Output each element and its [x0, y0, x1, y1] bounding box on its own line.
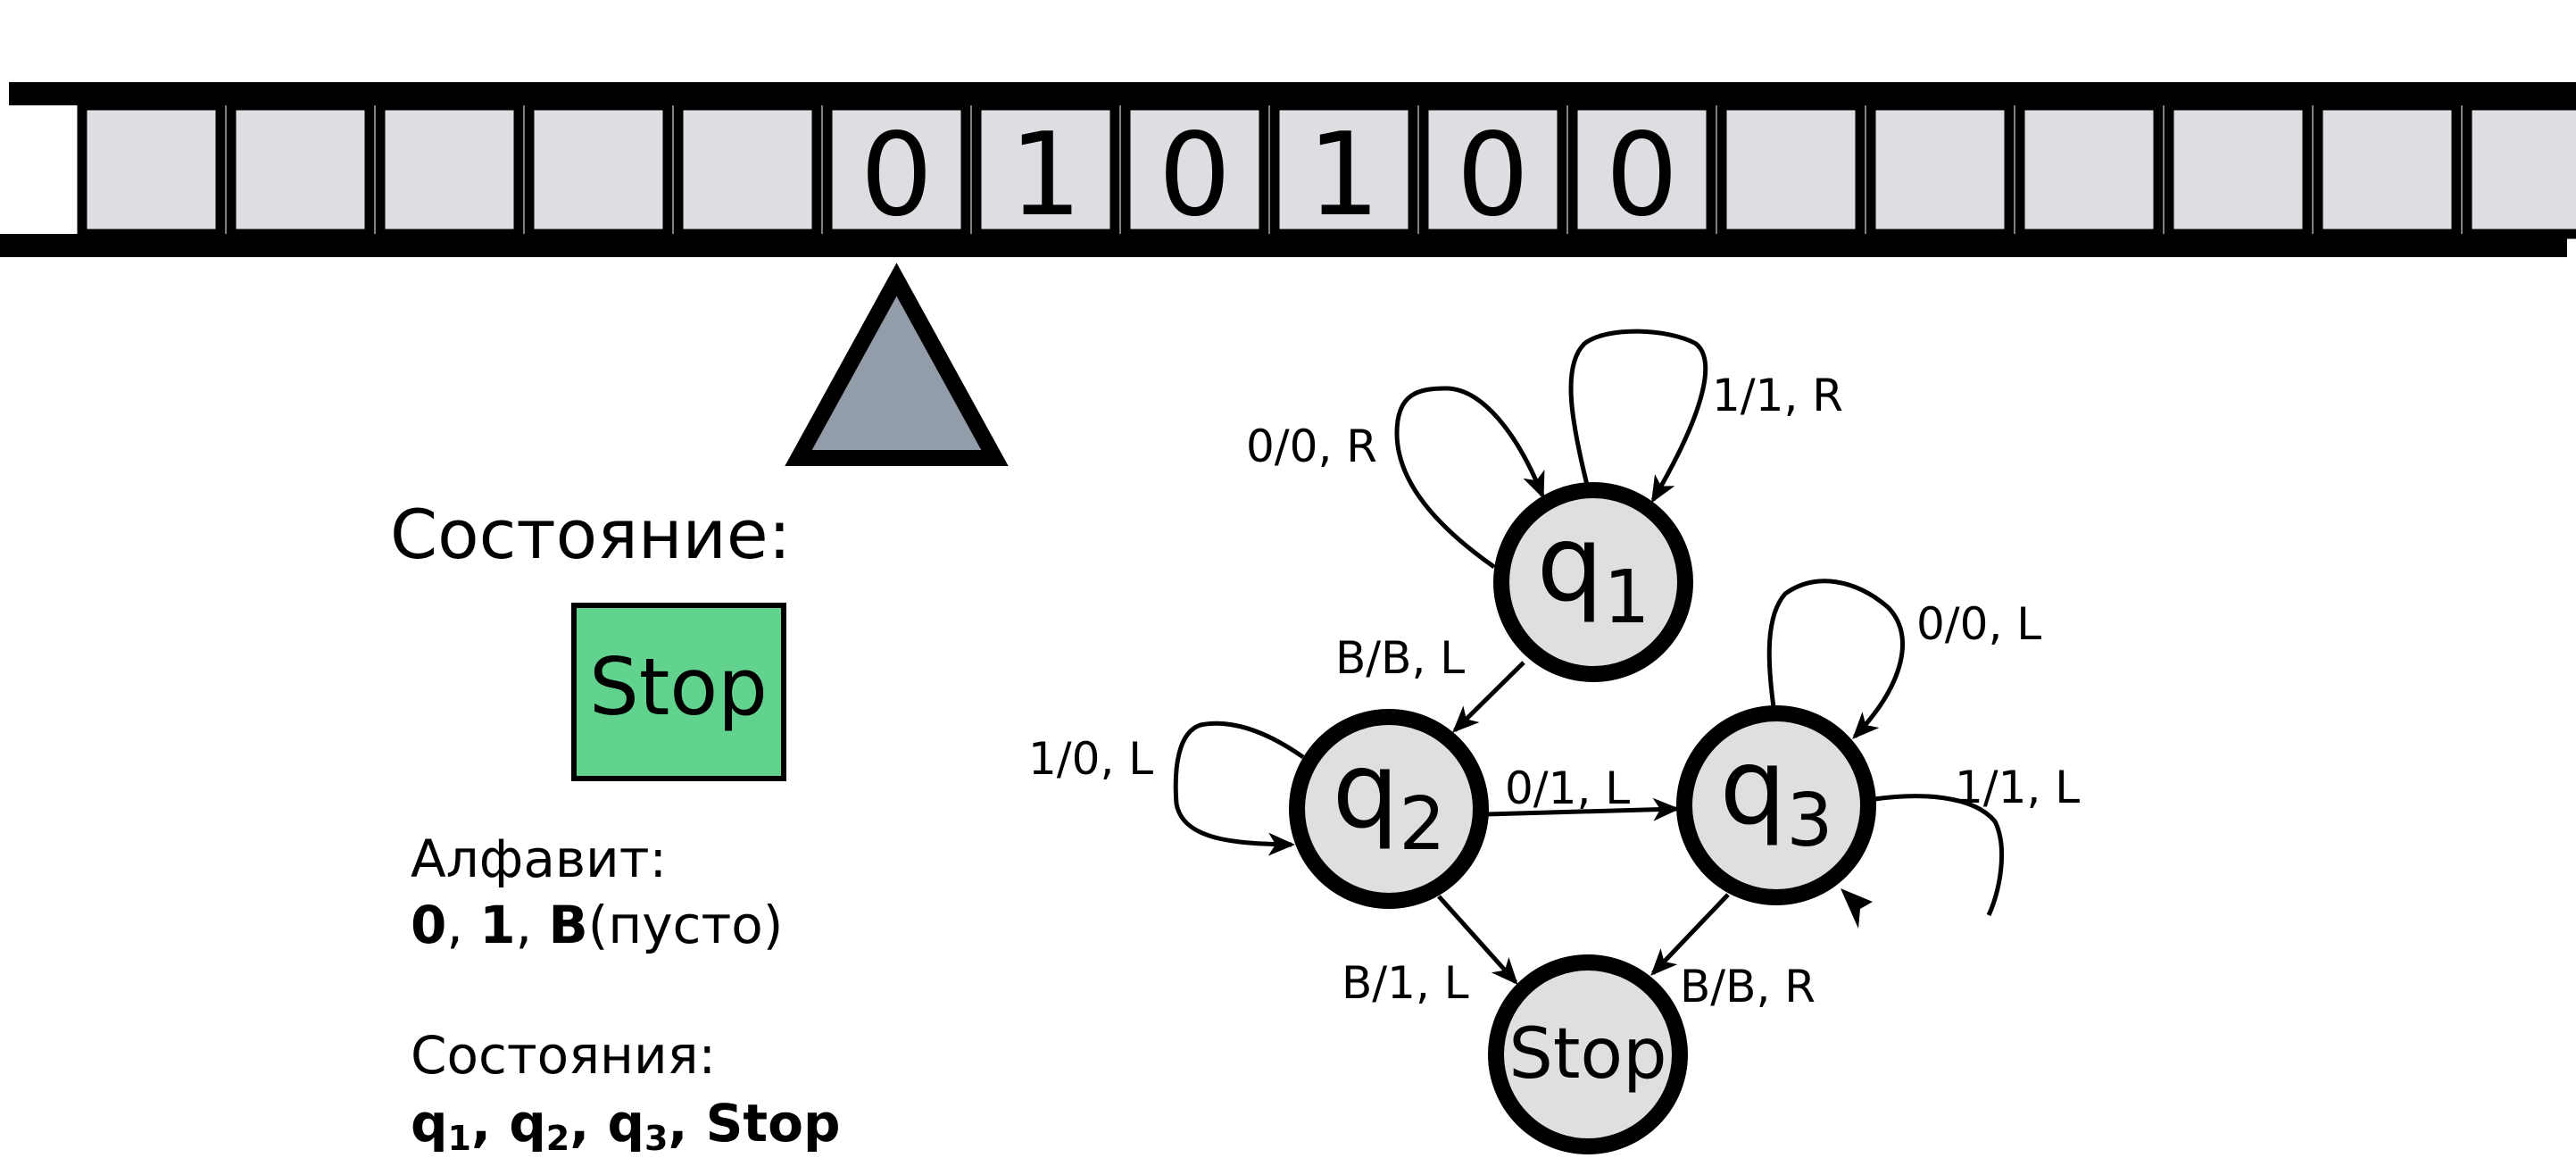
states-list: q1, q2, q3, Stop: [411, 1093, 841, 1154]
label-q2-to-stop: B/1, L: [1342, 957, 1469, 1009]
tape-cell: [822, 100, 971, 239]
tape-cell: [1269, 100, 1418, 239]
tape-cell: [2313, 100, 2462, 239]
node-q1: q1: [1493, 482, 1693, 682]
alphabet-separator: ,: [516, 895, 549, 955]
edge-q2-loop: [1173, 721, 1305, 856]
alphabet-title: Алфавит:: [411, 829, 667, 889]
states-q2-letter: q: [509, 1093, 546, 1154]
tape-cell-symbol: 1: [1308, 109, 1380, 242]
edge-q1-loop-a: [1394, 386, 1545, 570]
alphabet-blank-note: (пусто): [588, 895, 784, 955]
edge-q2-to-q3: [1485, 797, 1680, 821]
machine-info: Алфавит: 0, 1, B(пусто) Состояния: q1, q…: [411, 829, 841, 1158]
tape-cell-symbol: 0: [860, 109, 933, 242]
node-q2-label: q2: [1332, 729, 1445, 867]
tape-cell: [1120, 100, 1269, 239]
state-panel: Состояние: Stop: [390, 495, 791, 781]
label-q2-to-q3: 0/1, L: [1505, 762, 1630, 814]
edge-q2-to-stop: [1437, 895, 1518, 985]
label-q3-loop-b: 1/1, L: [1955, 762, 2080, 813]
node-q3-circle: [1676, 705, 1876, 905]
tape-cell-symbol: 0: [1159, 109, 1231, 242]
states-stop: Stop: [706, 1093, 841, 1154]
states-separator: ,: [569, 1093, 607, 1154]
tape-head-triangle: [785, 262, 1009, 466]
label-q3-to-stop: B/B, R: [1680, 961, 1816, 1012]
node-q3-letter: q: [1719, 725, 1786, 848]
tape-cell-symbol: 1: [1010, 109, 1082, 242]
node-q2-sub: 2: [1399, 782, 1445, 867]
state-nodes: q1 q2 q3 Stop: [1289, 482, 1876, 1154]
node-q3: q3: [1676, 705, 1876, 905]
alphabet-symbol-1: 1: [479, 895, 515, 955]
label-q3-loop-a: 0/0, L: [1916, 598, 2041, 650]
edge-q1-to-q2: [1452, 661, 1525, 733]
label-q1-loop-b: 1/1, R: [1712, 370, 1843, 421]
tape-cell: [2462, 100, 2576, 239]
tape-cell: [2164, 100, 2313, 239]
tape-cell: [524, 100, 673, 239]
transition-labels: 0/0, R 1/1, R B/B, L 1/0, L 0/1, L 0/0, …: [1028, 370, 2080, 1012]
transition-edges: [1173, 329, 2005, 985]
tape-cell: [77, 100, 226, 239]
states-title: Состояния:: [411, 1025, 716, 1086]
edge-q1-loop-b: [1568, 329, 1708, 504]
label-q1-to-q2: B/B, L: [1335, 632, 1465, 684]
tape-cell: [1716, 100, 1866, 239]
tape-cell: [1567, 100, 1716, 239]
alphabet-symbol-blank: B: [548, 895, 587, 955]
tape-cell: [673, 100, 822, 239]
tape-cell: [375, 100, 524, 239]
label-q1-loop-a: 0/0, R: [1246, 421, 1377, 472]
edge-q3-to-stop: [1650, 893, 1730, 976]
alphabet-list: 0, 1, B(пусто): [411, 895, 783, 955]
node-q1-sub: 1: [1603, 555, 1649, 640]
edge-q3-loop-a: [1766, 579, 1906, 739]
states-separator: ,: [471, 1093, 509, 1154]
states-q2-sub: 2: [546, 1119, 569, 1154]
node-q3-sub: 3: [1786, 779, 1832, 863]
current-state-box: [571, 603, 786, 781]
states-q3-letter: q: [607, 1093, 644, 1154]
edge-q3-loop-b: [1874, 794, 2005, 917]
tape-cell: [971, 100, 1120, 239]
node-q3-label: q3: [1719, 725, 1832, 863]
tape-cell-symbol: 0: [1606, 109, 1678, 242]
states-q1-sub: 1: [448, 1119, 471, 1154]
tape-cell: [1866, 100, 2015, 239]
tape-cell-symbol: 0: [1457, 109, 1529, 242]
node-q2-circle: [1289, 709, 1489, 909]
tape-cell: [2015, 100, 2164, 239]
label-q2-loop: 1/0, L: [1028, 733, 1153, 785]
node-stop: Stop: [1488, 954, 1688, 1154]
tape-cell: [1418, 100, 1567, 239]
tape-cell: [226, 100, 375, 239]
node-q1-label: q1: [1536, 502, 1649, 640]
states-q3-sub: 3: [644, 1119, 668, 1154]
alphabet-symbol-0: 0: [411, 895, 446, 955]
node-stop-circle: [1488, 954, 1688, 1154]
states-separator: ,: [668, 1093, 705, 1154]
node-q2: q2: [1289, 709, 1489, 909]
node-q1-letter: q: [1536, 502, 1603, 625]
node-stop-label: Stop: [1508, 1014, 1666, 1095]
current-state-label: Stop: [589, 641, 768, 733]
states-q1-letter: q: [411, 1093, 448, 1154]
alphabet-separator: ,: [446, 895, 479, 955]
node-q1-circle: [1493, 482, 1693, 682]
state-heading: Состояние:: [390, 495, 791, 574]
node-q2-letter: q: [1332, 729, 1399, 852]
edge-q3-loop-b-arrowhead: [1841, 888, 1873, 929]
